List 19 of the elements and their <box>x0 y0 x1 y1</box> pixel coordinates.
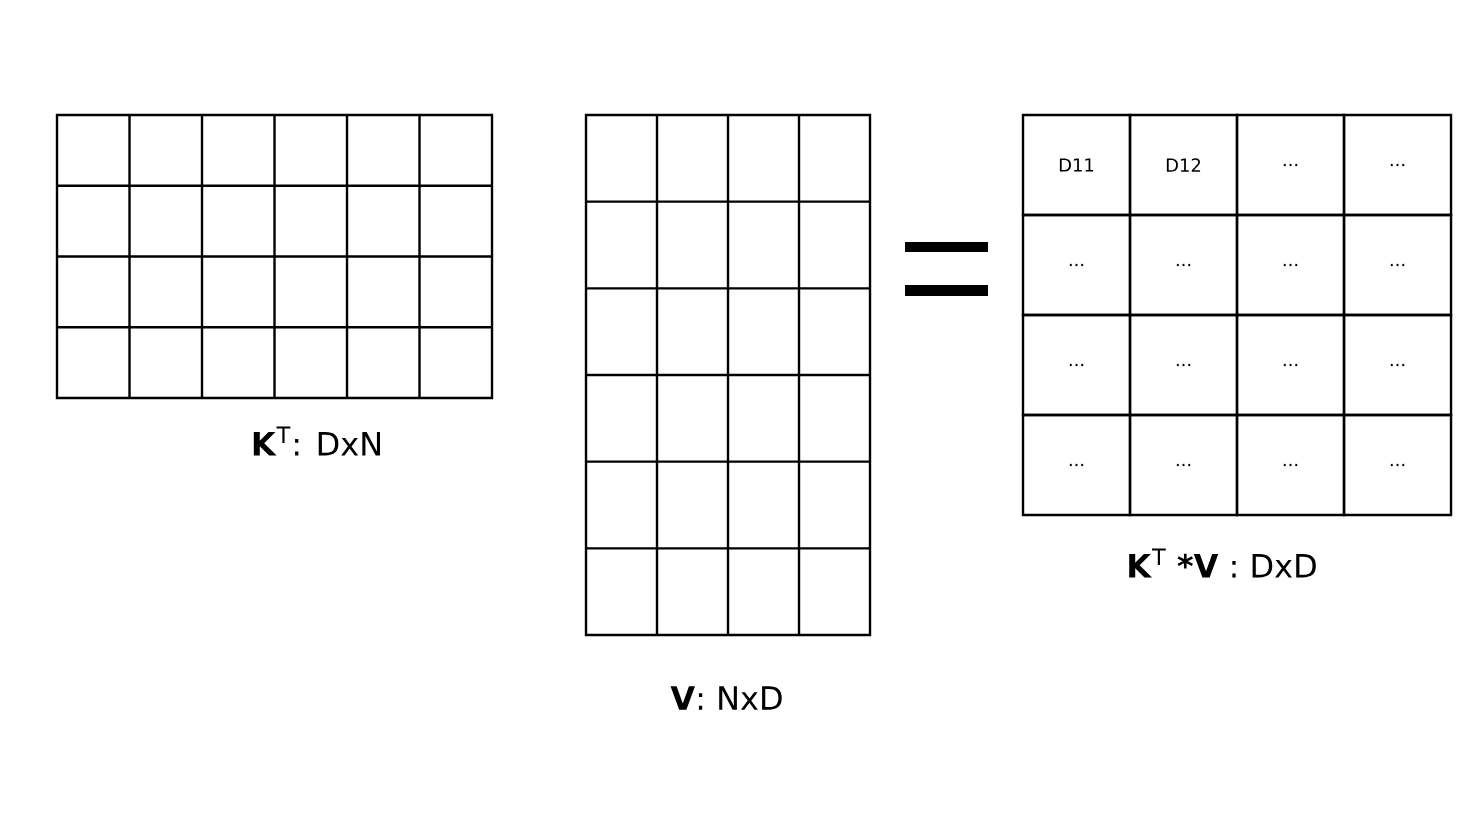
matrix-cell: ... <box>1235 213 1346 317</box>
matrix-cell: ... <box>1021 313 1132 417</box>
matrix-cell: ... <box>1342 413 1453 517</box>
matrix-cell: ... <box>1342 313 1453 417</box>
matrix-caption: K$^{T}$ *V : DxD <box>1129 548 1316 578</box>
matrix-cell: ... <box>1128 313 1239 417</box>
matrix-cell: ... <box>1235 113 1346 217</box>
matrix-caption: V: NxD <box>670 686 782 710</box>
matrix-cell: ... <box>1021 213 1132 317</box>
matrix-cell: ... <box>1235 413 1346 517</box>
matrix-cell: ... <box>1235 313 1346 417</box>
matrix-cell: ... <box>1128 413 1239 517</box>
matrix-cell: D11 <box>1021 113 1132 217</box>
matrix-cell: ... <box>1342 213 1453 317</box>
matrix-cell: ... <box>1128 213 1239 317</box>
matrix-cell: ... <box>1021 413 1132 517</box>
matrix-cell: D12 <box>1128 113 1239 217</box>
matrix-cell: ... <box>1342 113 1453 217</box>
matrix-caption: K$^{T}$: DxN <box>253 426 380 456</box>
